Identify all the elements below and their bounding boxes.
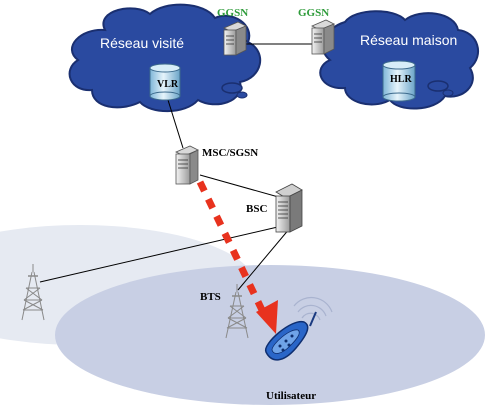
msc-sgsn-server-icon — [175, 145, 199, 185]
link-bsc-left-tower — [39, 225, 283, 283]
msc-sgsn-label: MSC/SGSN — [202, 147, 258, 159]
vlr-database-icon — [149, 63, 181, 101]
bts-label: BTS — [200, 291, 221, 303]
visited-network-label: Réseau visité — [100, 35, 184, 51]
bsc-server-icon — [275, 183, 303, 233]
link-msc-bsc — [199, 174, 283, 199]
link-vlr-msc — [167, 99, 184, 149]
mobile-phone-icon — [265, 296, 333, 361]
vlr-label: VLR — [157, 79, 179, 90]
data-path-arrow — [196, 180, 278, 334]
home-network-label: Réseau maison — [360, 32, 457, 48]
bsc-label: BSC — [246, 203, 267, 215]
hlr-label: HLR — [390, 74, 412, 85]
left-antenna-tower-icon — [21, 264, 45, 321]
coverage-area-user — [55, 265, 485, 405]
bts-antenna-tower-icon — [225, 284, 249, 339]
link-bsc-bts — [237, 227, 291, 291]
user-label: Utilisateur — [266, 390, 316, 402]
ggsn-visited-label: GGSN — [217, 7, 248, 19]
ggsn-visited-server-icon — [223, 21, 247, 56]
cloud-visited-network — [68, 3, 262, 113]
network-links — [39, 40, 312, 291]
cloud-home-network — [319, 10, 480, 110]
ggsn-home-label: GGSN — [298, 7, 329, 19]
ggsn-home-server-icon — [311, 19, 335, 55]
hlr-database-icon — [382, 60, 416, 102]
